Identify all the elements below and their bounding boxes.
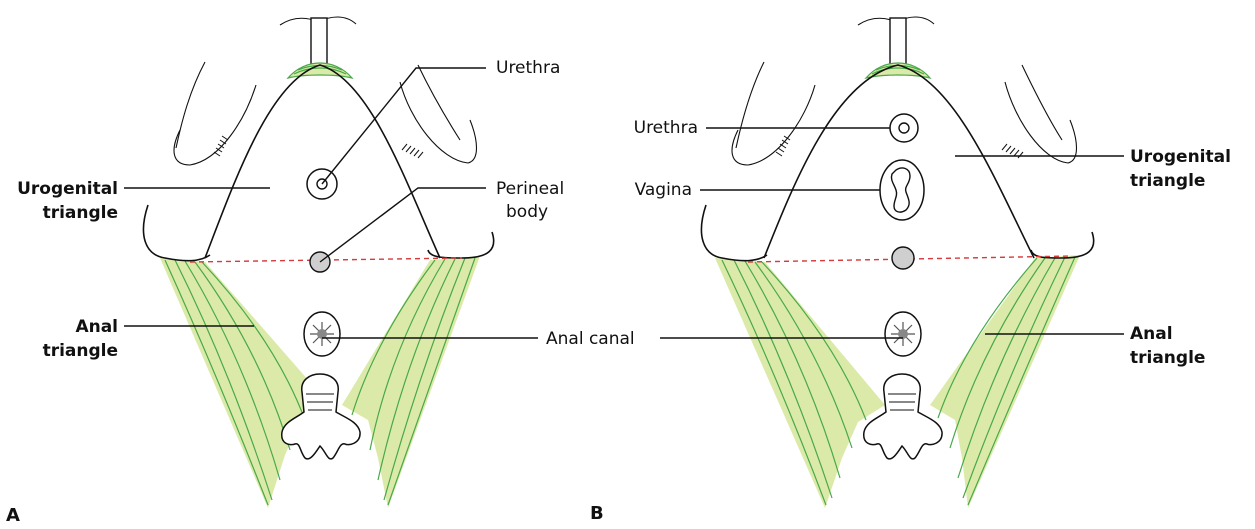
leader-urethra-a [322,68,486,184]
label-urogenital-a-2: triangle [0,202,118,224]
leader-perineal-a [320,188,486,262]
left-thigh-outline [143,205,210,261]
label-anal-canal: Anal canal [546,328,635,350]
label-anal-a-2: triangle [0,340,118,362]
perineal-body-b [892,247,914,269]
label-urogenital-a-1: Urogenital [0,178,118,200]
panel-letter-a: A [6,505,20,527]
label-anal-a-1: Anal [0,316,118,338]
label-perineal-a-2: body [506,201,548,223]
panel-letter-b: B [590,503,604,525]
label-anal-b-1: Anal [1130,323,1173,345]
shaft [311,18,327,64]
label-perineal-a-1: Perineal [496,178,564,200]
label-urogenital-b-2: triangle [1130,170,1205,192]
label-urethra-b: Urethra [580,117,698,139]
urogenital-outline [205,65,440,258]
left-levator-muscle-b [715,258,885,508]
label-anal-b-2: triangle [1130,347,1205,369]
panel-a [124,17,538,508]
label-urogenital-b-1: Urogenital [1130,146,1231,168]
coccyx-b [864,374,942,459]
label-vagina-b: Vagina [580,179,692,201]
label-urethra-a: Urethra [496,57,560,79]
right-crease-ticks [402,144,423,158]
left-crease-ticks [214,136,228,156]
panel-b [660,17,1124,508]
